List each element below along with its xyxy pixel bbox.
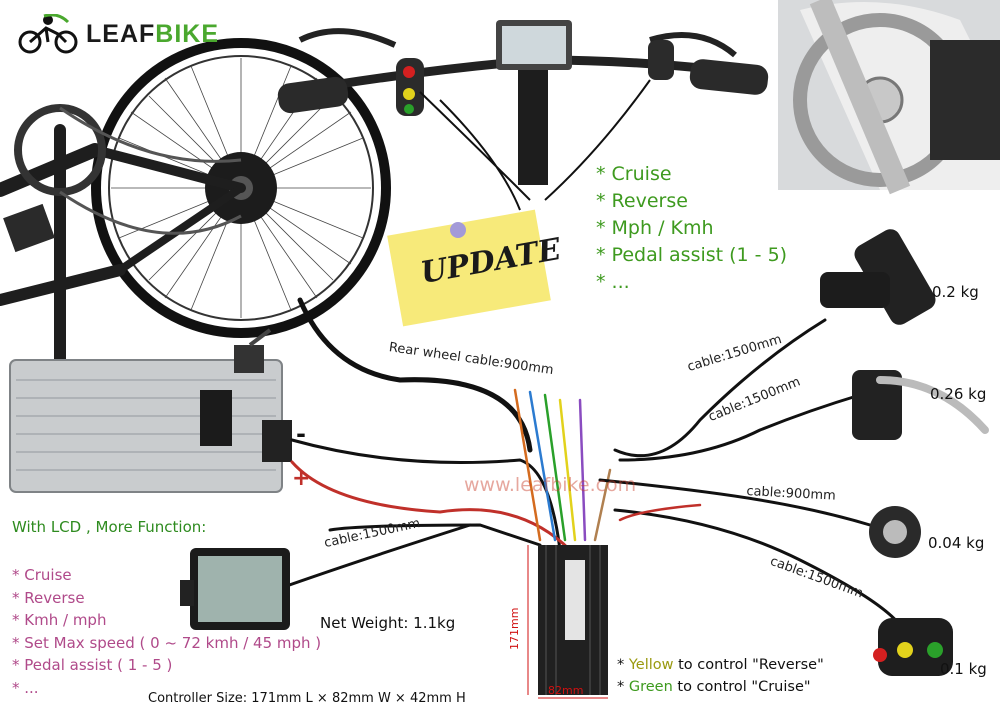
weight-pas: 0.04 kg <box>928 534 985 552</box>
weight-throttle: 0.2 kg <box>932 283 979 301</box>
battery-pack <box>9 328 292 493</box>
lcd-feature-item: * Pedal assist ( 1 - 5 ) <box>12 656 173 674</box>
switch-note: * Yellow to control "Reverse" * Green to… <box>617 654 824 698</box>
weight-brake: 0.26 kg <box>930 385 987 403</box>
update-sticky-note <box>387 209 551 327</box>
front-hub-photo <box>778 0 1000 195</box>
battery-minus-label: - <box>296 420 306 448</box>
function-switch <box>873 618 953 676</box>
lcd-feature-item: * Set Max speed ( 0 ~ 72 kmh / 45 mph ) <box>12 633 322 652</box>
feature-item: * Reverse <box>596 190 688 212</box>
pedal-icon <box>3 203 55 253</box>
controller-height-dim: 171mm <box>508 607 521 650</box>
weight-controller: Net Weight: 1.1kg <box>320 614 456 632</box>
pas-sensor <box>869 506 921 558</box>
brand-name-bike: BIKE <box>155 19 220 48</box>
brand-logo: LEAFBIKE <box>18 14 219 54</box>
lcd-feature-item: * Kmh / mph <box>12 611 107 629</box>
chain-icon <box>59 106 242 235</box>
lcd-display <box>180 548 290 630</box>
handlebar <box>277 20 769 211</box>
weight-switch: 0.1 kg <box>940 660 987 678</box>
brake-lever <box>852 370 989 440</box>
lcd-panel-title: With LCD , More Function: <box>12 518 207 536</box>
controller-width-dim: 82mm <box>548 684 584 697</box>
cable-bundle <box>273 297 902 627</box>
lcd-feature-list: * Cruise * Reverse * Kmh / mph * Set Max… <box>12 564 321 699</box>
switch-note-line-yellow: * Yellow to control "Reverse" <box>617 657 824 673</box>
cyclist-icon <box>18 14 78 54</box>
controller-size-text: Controller Size: 171mm L × 82mm W × 42mm… <box>148 691 466 706</box>
bike-frame <box>0 124 246 366</box>
brand-name-leaf: LEAF <box>86 19 156 48</box>
throttle-grip <box>820 229 936 325</box>
feature-item: * Cruise <box>596 163 672 185</box>
feature-list-top: * Cruise * Reverse * Mph / Kmh * Pedal a… <box>596 161 787 296</box>
feature-item: * ... <box>596 271 630 293</box>
green-label: Green <box>628 679 673 695</box>
lcd-feature-item: * Reverse <box>12 588 85 607</box>
feature-item: * Pedal assist (1 - 5) <box>596 244 788 266</box>
motor-controller <box>527 545 608 699</box>
feature-item: * Mph / Kmh <box>596 217 714 239</box>
lcd-feature-item: * ... <box>12 678 39 697</box>
battery-plus-label: + <box>292 466 311 491</box>
watermark-url: www.leafbike.com <box>464 474 637 496</box>
yellow-label: Yellow <box>628 657 674 673</box>
lcd-feature-item: * Cruise <box>12 566 72 584</box>
switch-note-line-green: * Green to control "Cruise" <box>617 679 811 695</box>
